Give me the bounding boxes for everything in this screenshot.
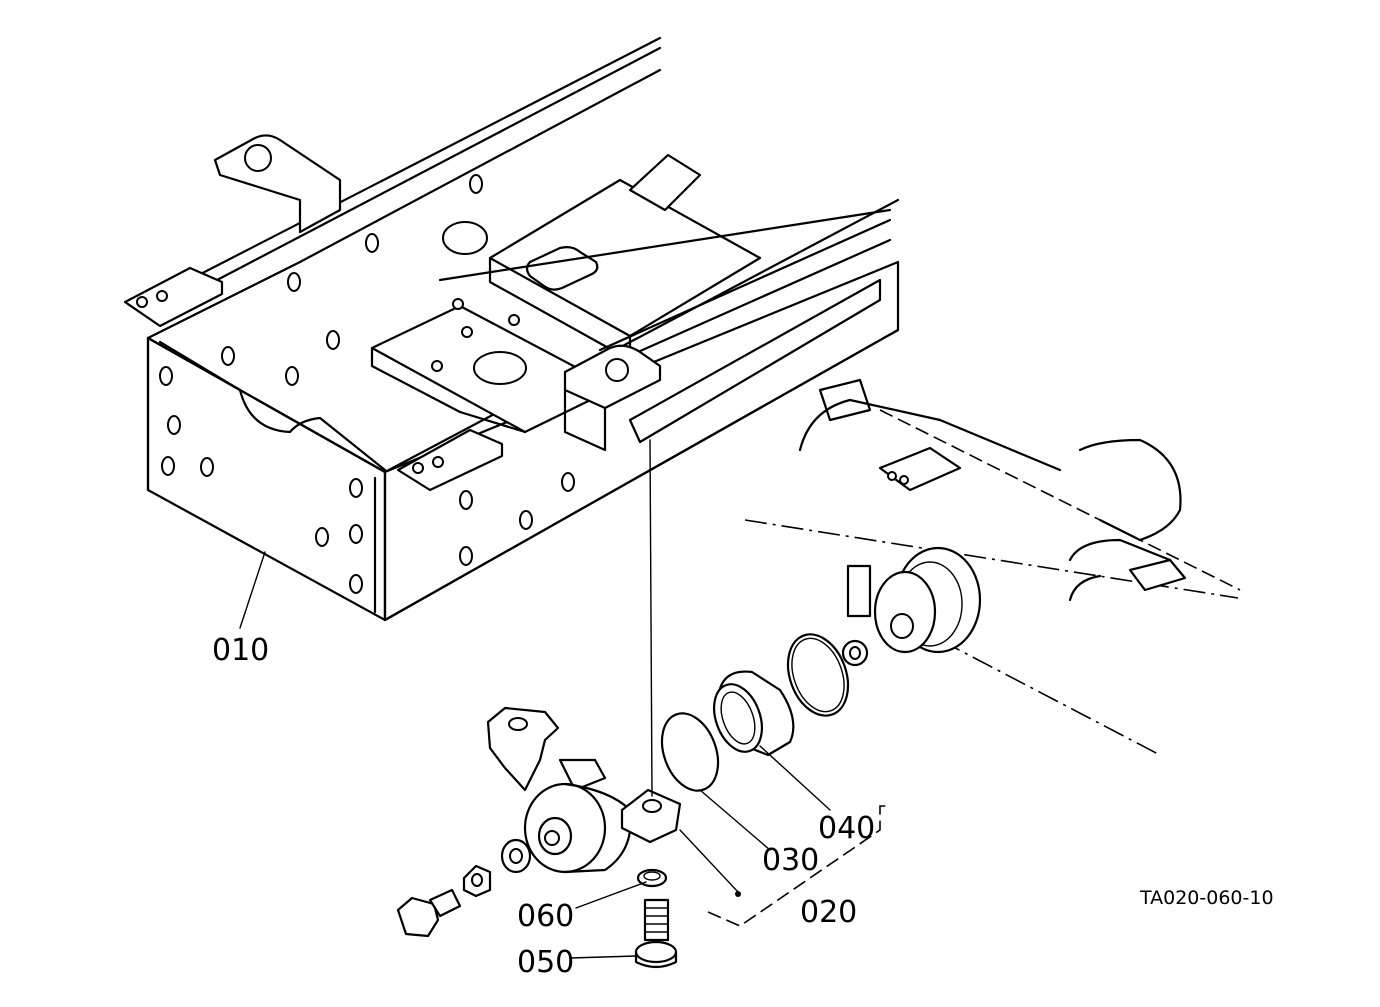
bolt-part	[634, 898, 678, 969]
axle-part	[744, 378, 1241, 756]
bushing-part	[713, 670, 795, 757]
callout-040: 040	[818, 811, 875, 846]
bolt-left-part	[396, 838, 532, 938]
callout-030: 030	[762, 843, 819, 878]
washer-part	[636, 868, 668, 888]
alignment-line	[649, 439, 653, 797]
callout-020: 020	[800, 895, 857, 930]
frame-part	[123, 36, 900, 622]
reference-code: TA020-060-10	[1139, 887, 1274, 909]
o-ring-part	[786, 633, 850, 717]
thrust-collar-part	[660, 712, 720, 792]
callout-010: 010	[212, 633, 269, 668]
callout-050: 050	[517, 945, 574, 980]
leader-lines	[239, 551, 888, 959]
callout-060: 060	[517, 899, 574, 934]
knuckle-part	[486, 706, 682, 874]
